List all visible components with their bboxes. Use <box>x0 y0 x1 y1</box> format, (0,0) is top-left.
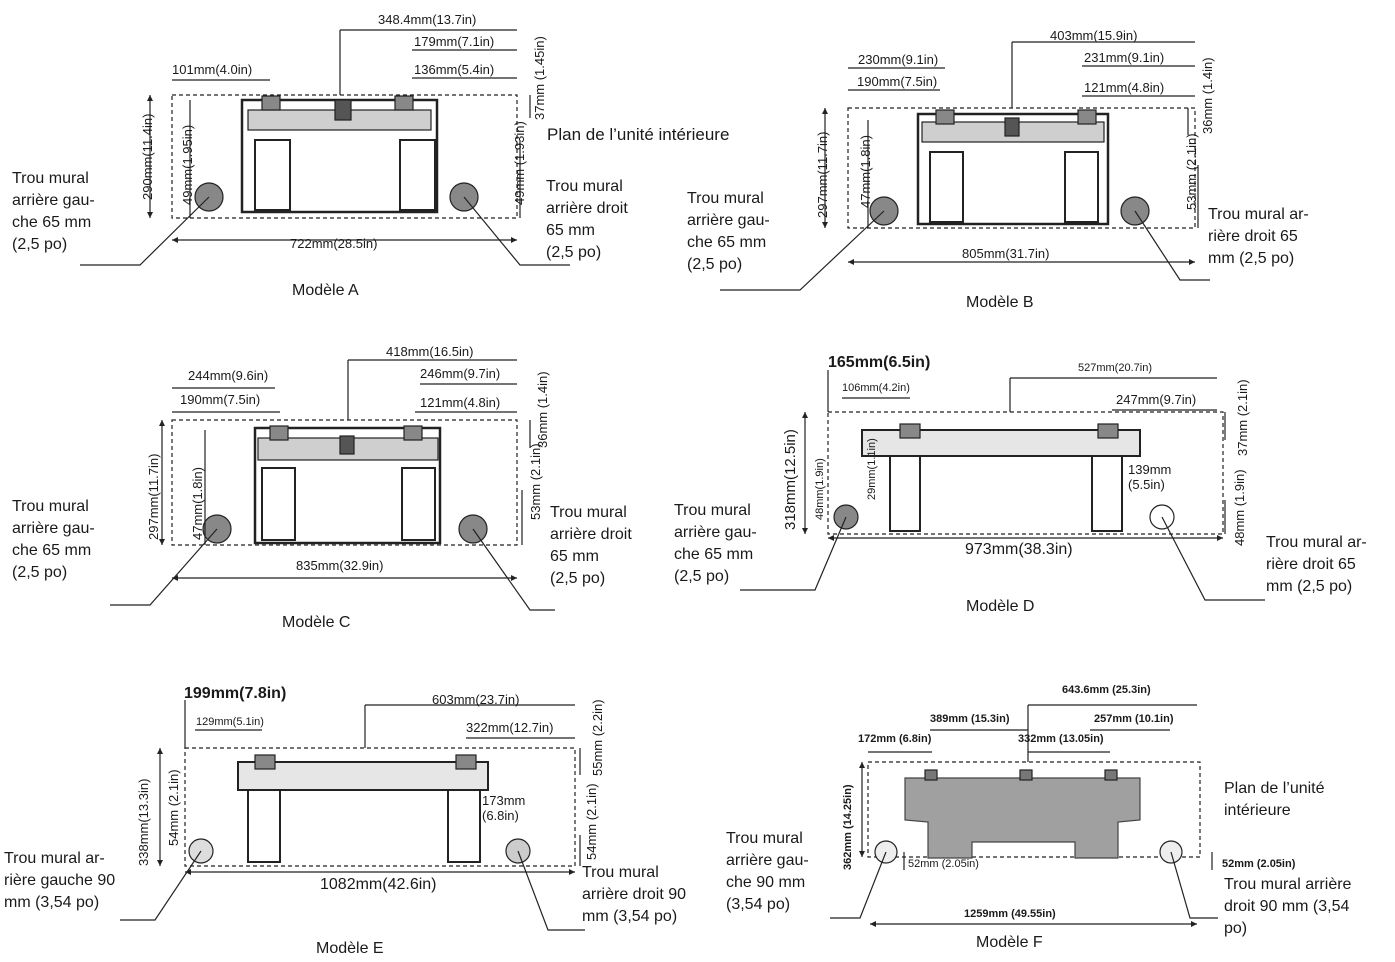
model-f-dim-right-offset: 257mm (10.1in) <box>1094 713 1174 725</box>
model-a-vdim-left-hole: 49mm(1.95in) <box>180 124 195 205</box>
model-c-diagram <box>110 359 555 611</box>
model-c-vdim-left-hole: 47mm(1.8in) <box>190 467 205 540</box>
model-e-dim-total-width: 1082mm(42.6in) <box>320 876 437 893</box>
model-d-dim-left-inner: 106mm(4.2in) <box>842 382 910 394</box>
model-d-right-hole-label: Trou mural ar- rière droit 65 mm (2,5 po… <box>1266 534 1367 595</box>
model-f-dim-right-hole: 52mm (2.05in) <box>1222 858 1296 870</box>
model-f-left-hole-label: Trou mural arrière gau- che 90 mm (3,54 … <box>726 830 809 913</box>
model-e-dim-left-offset: 199mm(7.8in) <box>184 685 287 702</box>
model-b-left-hole-label: Trou mural arrière gau- che 65 mm (2,5 p… <box>687 190 770 273</box>
model-f-dim-center-offset: 332mm (13.05in) <box>1018 733 1104 745</box>
model-a-caption: Modèle A <box>292 282 359 299</box>
model-f-dim-left-hole: 52mm (2.05in) <box>908 858 979 870</box>
model-c-vdim-top: 36mm (1.4in) <box>535 371 550 448</box>
model-c-dim-left-offset: 244mm(9.6in) <box>188 368 269 383</box>
model-c-right-hole-label: Trou mural arrière droit 65 mm (2,5 po) <box>550 504 632 587</box>
model-d-vdim-height: 318mm(12.5in) <box>782 429 799 530</box>
model-d-dim-width-top: 527mm(20.7in) <box>1078 362 1152 374</box>
model-a-diagram <box>80 29 570 266</box>
model-f-caption: Modèle F <box>976 934 1043 951</box>
model-c-vdim-height: 297mm(11.7in) <box>146 453 161 540</box>
model-c-dim-right-offset: 246mm(9.7in) <box>420 366 501 381</box>
model-c-caption: Modèle C <box>282 614 351 631</box>
model-c-vdim-right-hole: 53mm (2.1in) <box>528 443 543 520</box>
model-e-right-hole-label: Trou mural arrière droit 90 mm (3,54 po) <box>582 864 687 925</box>
model-c-dim-total-width: 835mm(32.9in) <box>296 558 384 573</box>
model-d-vdim-top: 37mm (2.1in) <box>1235 379 1250 456</box>
model-b-vdim-top: 36mm (1.4in) <box>1200 57 1215 134</box>
model-a-dim-left-offset: 101mm(4.0in) <box>172 62 253 77</box>
model-e-left-hole-label: Trou mural ar- rière gauche 90 mm (3,54 … <box>4 850 116 911</box>
model-d-vdim-inner: 29mm(1.1in) <box>866 438 878 500</box>
model-f-dim-width-top: 643.6mm (25.3in) <box>1062 684 1151 696</box>
model-f-dim-mid-offset: 389mm (15.3in) <box>930 713 1010 725</box>
model-b-vdim-left-hole: 47mm(1.8in) <box>858 135 873 208</box>
model-e-dim-width-top: 603mm(23.7in) <box>432 692 520 707</box>
model-a-dim-total-width: 722mm(28.5in) <box>290 236 378 251</box>
model-b-dim-right-inner: 121mm(4.8in) <box>1084 80 1165 95</box>
model-e-dim-right-offset: 322mm(12.7in) <box>466 720 554 735</box>
model-a-vdim-height: 290mm(11.4in) <box>140 113 155 200</box>
model-c-dim-width-top: 418mm(16.5in) <box>386 344 474 359</box>
model-e-vdim-top: 55mm (2.2in) <box>590 699 605 776</box>
model-b-caption: Modèle B <box>966 294 1034 311</box>
model-b-diagram <box>720 41 1210 291</box>
model-d-vdim-left-hole: 48mm(1.9in) <box>814 458 826 520</box>
model-f-diagram <box>830 704 1218 927</box>
model-c-dim-left-inner: 190mm(7.5in) <box>180 392 261 407</box>
model-d-caption: Modèle D <box>966 598 1035 615</box>
model-f-dim-total-width: 1259mm (49.55in) <box>964 908 1056 920</box>
model-a-vdim-right-hole: 49mm (1.93in) <box>512 121 527 205</box>
model-b-dim-total-width: 805mm(31.7in) <box>962 246 1050 261</box>
model-d-diagram <box>740 370 1265 601</box>
model-d-dim-total-width: 973mm(38.3in) <box>965 541 1073 558</box>
model-a-vdim-top: 37mm (1.45in) <box>532 36 547 120</box>
model-d-dim-right-inner: 139mm (5.5in) <box>1128 462 1172 492</box>
model-b-vdim-right-hole: 53mm (2.1in) <box>1184 133 1199 210</box>
model-b-vdim-height: 297mm(11.7in) <box>815 131 830 218</box>
model-e-dim-right-inner: 173mm (6.8in) <box>482 793 526 823</box>
model-e-vdim-height: 338mm(13.3in) <box>136 778 151 866</box>
model-a-right-hole-label: Trou mural arrière droit 65 mm (2,5 po) <box>546 178 628 261</box>
model-e-vdim-right-hole: 54mm (2.1in) <box>584 783 599 860</box>
model-a-dim-width-top: 348.4mm(13.7in) <box>378 12 477 27</box>
model-d-dim-left-offset: 165mm(6.5in) <box>828 354 931 371</box>
model-d-left-hole-label: Trou mural arrière gau- che 65 mm (2,5 p… <box>674 502 757 585</box>
model-e-caption: Modèle E <box>316 940 384 957</box>
model-a-dim-right-inner: 136mm(5.4in) <box>414 62 495 77</box>
model-c-left-hole-label: Trou mural arrière gau- che 65 mm (2,5 p… <box>12 498 95 581</box>
model-e-diagram <box>120 700 585 931</box>
model-c-dim-right-inner: 121mm(4.8in) <box>420 395 501 410</box>
model-a-plan-label: Plan de l’unité intérieure <box>547 125 730 144</box>
model-e-dim-left-inner: 129mm(5.1in) <box>196 716 264 728</box>
model-e-vdim-left-hole: 54mm (2.1in) <box>166 769 181 846</box>
model-f-plan-label: Plan de l’unité intérieure <box>1224 780 1325 819</box>
model-f-dim-left-offset: 172mm (6.8in) <box>858 733 932 745</box>
model-f-vdim-height: 362mm (14.25in) <box>842 784 854 870</box>
model-d-dim-right-offset: 247mm(9.7in) <box>1116 392 1197 407</box>
model-a-dim-right-offset: 179mm(7.1in) <box>414 34 495 49</box>
model-f-right-hole-label: Trou mural arrière droit 90 mm (3,54 po) <box>1224 876 1352 937</box>
model-b-dim-width-top: 403mm(15.9in) <box>1050 28 1138 43</box>
model-d-vdim-right-hole: 48mm (1.9in) <box>1232 469 1247 546</box>
model-b-dim-left-inner: 190mm(7.5in) <box>857 74 938 89</box>
model-b-dim-right-offset: 231mm(9.1in) <box>1084 50 1165 65</box>
model-a-left-hole-label: Trou mural arrière gau- che 65 mm (2,5 p… <box>12 170 95 253</box>
model-b-right-hole-label: Trou mural ar- rière droit 65 mm (2,5 po… <box>1208 206 1309 267</box>
model-b-dim-left-offset: 230mm(9.1in) <box>858 52 939 67</box>
